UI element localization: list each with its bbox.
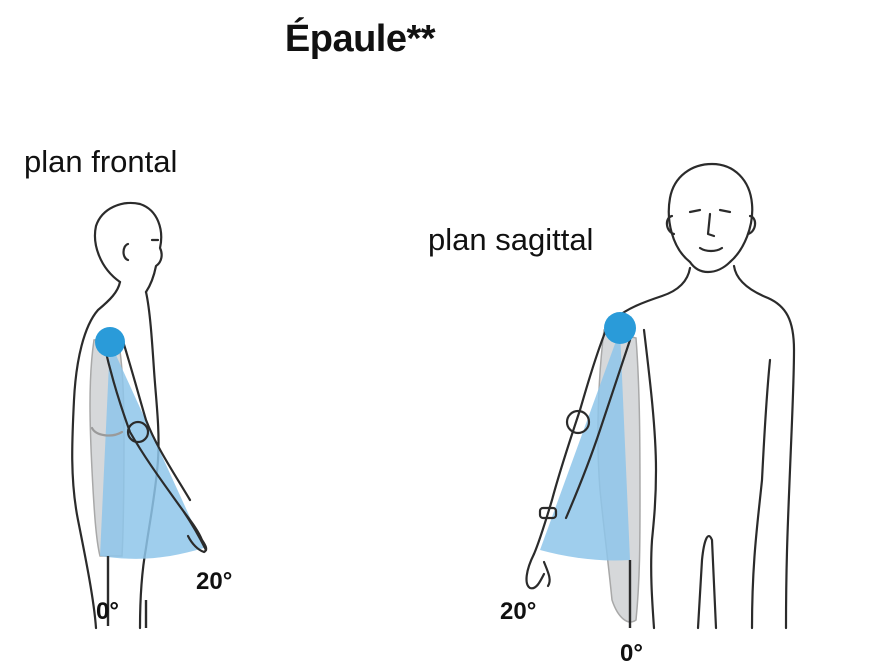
sagittal-hand bbox=[527, 554, 550, 588]
frontal-shoulder-joint-marker bbox=[95, 327, 125, 357]
sagittal-plane-label: plan sagittal bbox=[428, 222, 593, 258]
frontal-range-wedge bbox=[100, 342, 204, 559]
sagittal-crotch bbox=[698, 536, 716, 628]
frontal-angle-neutral-label: 0° bbox=[96, 598, 119, 626]
sagittal-ears bbox=[667, 216, 755, 234]
sagittal-angle-neutral-label: 0° bbox=[620, 640, 643, 668]
sagittal-left-shoulder bbox=[616, 268, 690, 318]
sagittal-torso-right bbox=[752, 360, 770, 628]
frontal-figure bbox=[72, 203, 206, 628]
sagittal-shoulder-joint-marker bbox=[604, 312, 636, 344]
frontal-ear bbox=[124, 244, 129, 260]
sagittal-eyes bbox=[690, 210, 730, 212]
sagittal-nose-mouth bbox=[700, 214, 722, 251]
frontal-angle-forward-label: 20° bbox=[196, 568, 232, 596]
frontal-head-outline bbox=[95, 203, 162, 292]
sagittal-torso-left bbox=[644, 330, 656, 628]
sagittal-angle-forward-label: 20° bbox=[500, 598, 536, 626]
frontal-plane-label: plan frontal bbox=[24, 144, 177, 180]
sagittal-range-wedge bbox=[540, 330, 630, 561]
page-title: Épaule** bbox=[0, 18, 720, 61]
